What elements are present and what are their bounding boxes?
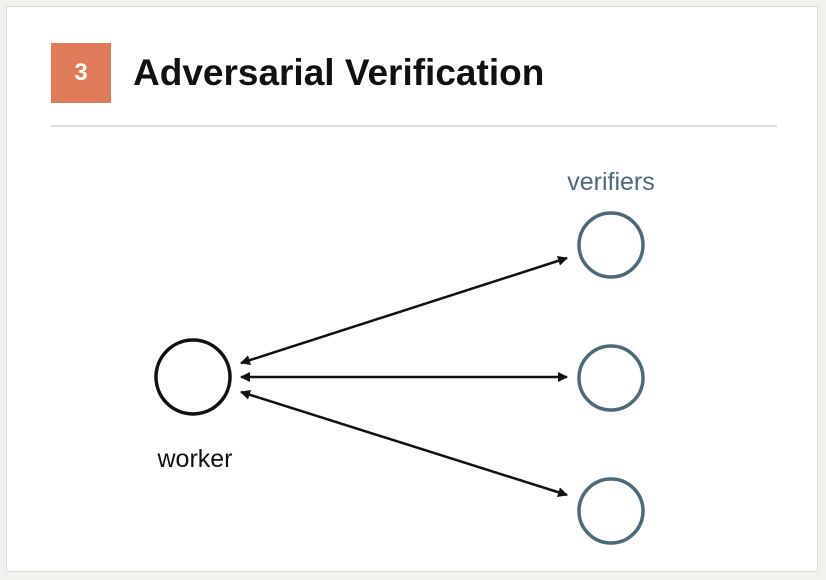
arrow-worker-verifier-3 — [240, 389, 568, 498]
worker-node — [154, 338, 232, 416]
arrow-worker-verifier-1 — [240, 255, 568, 366]
page-title: Adversarial Verification — [133, 52, 545, 93]
title-divider — [51, 125, 777, 127]
verifiers-label: verifiers — [567, 168, 655, 196]
worker-label: worker — [156, 445, 232, 473]
verifier-node-2 — [577, 344, 645, 412]
step-number-badge: 3 — [51, 43, 111, 103]
verification-diagram: worker verifiers — [154, 168, 655, 545]
verifier-node-1 — [577, 211, 645, 279]
verifier-node-3 — [577, 477, 645, 545]
step-number: 3 — [74, 59, 88, 86]
diagram-card: 3 Adversarial Verification worker verifi… — [6, 6, 818, 572]
